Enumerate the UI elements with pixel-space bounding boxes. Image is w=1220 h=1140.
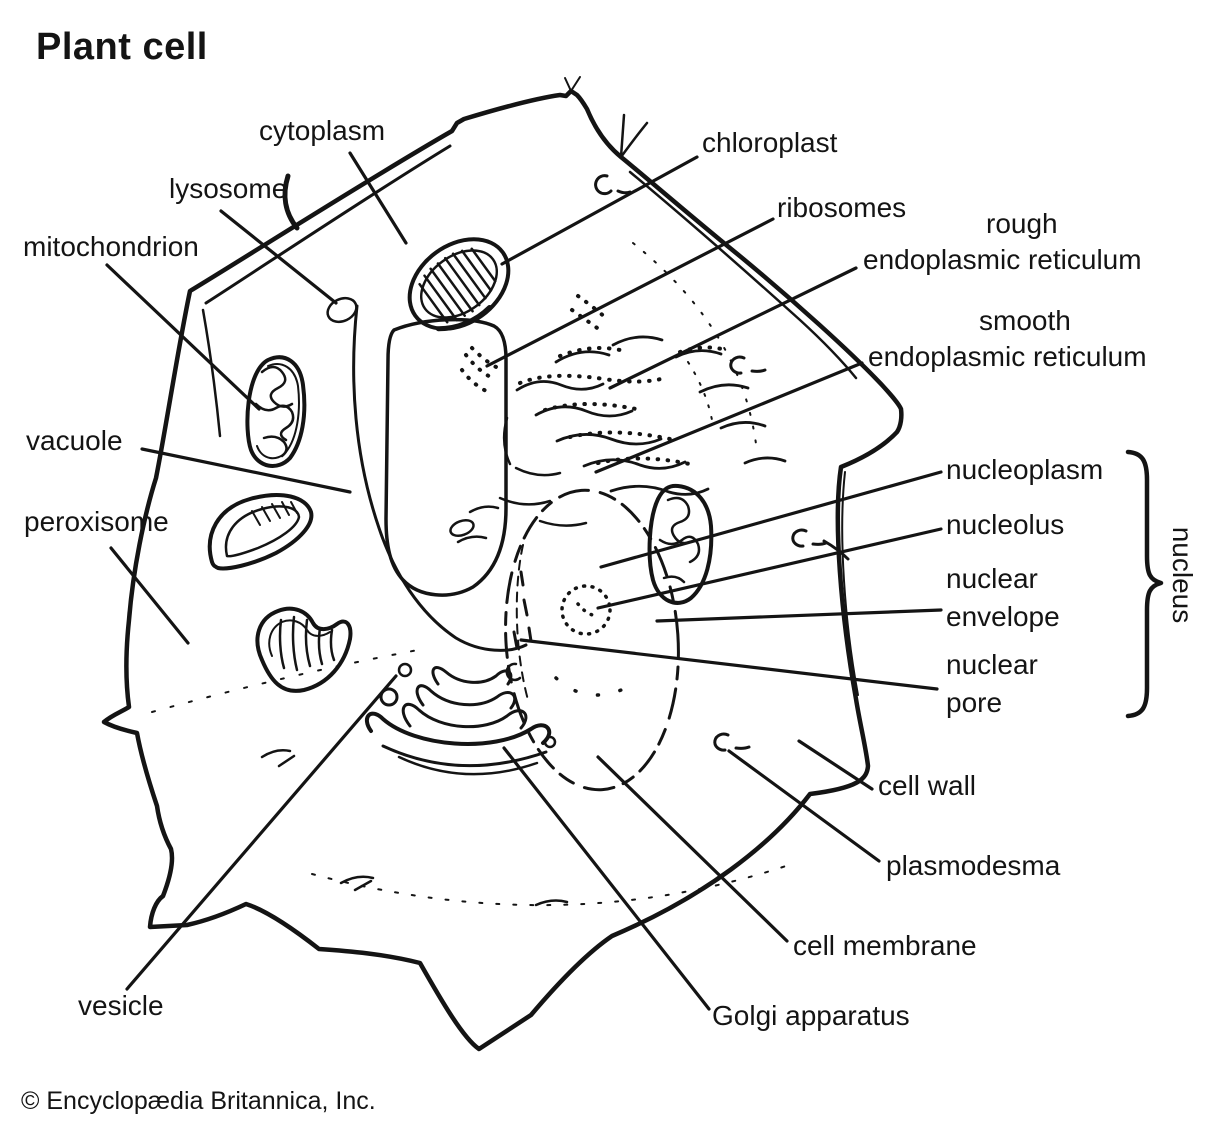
nucleus-drawing	[504, 488, 680, 792]
wall-crescent-mark	[282, 173, 300, 231]
lysosome-drawing	[326, 296, 358, 324]
golgi-apparatus-drawing	[364, 570, 557, 776]
leader-chloroplast	[500, 155, 699, 266]
leader-cytoplasm	[348, 151, 408, 245]
leader-mitochondrion	[105, 263, 261, 411]
leader-plasmodesma	[727, 749, 881, 863]
label-ribosomes: ribosomes	[777, 192, 907, 223]
label-plasmodesma: plasmodesma	[886, 850, 1061, 881]
mitochondrion-1-drawing	[245, 355, 307, 468]
label-chloroplast: chloroplast	[702, 127, 838, 158]
mitochondrion-2-drawing	[255, 606, 353, 693]
copyright-credit: © Encyclopædia Britannica, Inc.	[21, 1087, 376, 1115]
leader-cell-wall	[797, 739, 874, 791]
mitochondrion-3-drawing	[647, 483, 714, 605]
leader-nucleoplasm	[599, 470, 943, 569]
endoplasmic-reticulum-drawing	[449, 335, 787, 544]
label-nuclear-envelope-line2: envelope	[946, 601, 1060, 632]
label-cytoplasm: cytoplasm	[259, 115, 386, 146]
leader-cell-membrane	[596, 755, 789, 943]
leader-vesicle	[125, 674, 398, 991]
label-rough-er-line1: rough	[986, 208, 1058, 239]
label-vesicle: vesicle	[78, 990, 164, 1021]
leader-golgi-apparatus	[502, 746, 711, 1011]
leader-vacuole	[140, 447, 352, 494]
vesicle-drawing	[543, 735, 557, 749]
label-mitochondrion: mitochondrion	[23, 231, 199, 262]
leader-nuclear-pore	[519, 638, 939, 691]
wall-inner-left	[201, 308, 222, 438]
page-title: Plant cell	[36, 26, 208, 68]
label-nuclear-pore-line2: pore	[946, 687, 1003, 718]
chloroplast-drawing	[407, 237, 511, 332]
leader-peroxisome	[109, 546, 190, 645]
label-nucleus: nucleus	[1167, 526, 1198, 624]
vacuole-drawing	[352, 304, 528, 652]
label-cell-wall: cell wall	[878, 770, 977, 801]
leader-lysosome	[219, 209, 338, 305]
cytoplasm-face-creases	[151, 242, 787, 907]
free-ribosome-cluster	[460, 346, 500, 394]
label-vacuole: vacuole	[26, 425, 123, 456]
label-lysosome: lysosome	[169, 173, 288, 204]
leader-lines	[105, 151, 943, 1011]
wall-inner-top-right	[628, 170, 858, 380]
wall-inner-top-left	[204, 144, 452, 305]
plasmodesma-channel	[713, 732, 751, 752]
nucleolus-drawing	[560, 584, 612, 636]
wall-twig-crack	[619, 113, 649, 159]
label-golgi-apparatus: Golgi apparatus	[712, 1000, 910, 1031]
cell-wall-drawing	[101, 76, 904, 1052]
leader-smooth-er	[594, 361, 864, 474]
label-nuclear-pore-line1: nuclear	[946, 649, 1038, 680]
plasmodesma-marks	[713, 355, 850, 752]
vesicle-drawing	[397, 662, 413, 678]
wall-hook-mark	[594, 174, 632, 196]
leader-ribosomes	[485, 217, 775, 368]
label-nuclear-envelope-line1: nuclear	[946, 563, 1038, 594]
label-peroxisome: peroxisome	[24, 506, 169, 537]
nucleus-brace	[1125, 449, 1164, 719]
label-nucleoplasm: nucleoplasm	[946, 454, 1104, 485]
leader-rough-er	[608, 266, 858, 390]
smooth-er-drawing	[456, 416, 588, 544]
label-cell-membrane: cell membrane	[793, 930, 977, 961]
leader-nuclear-envelope	[655, 608, 943, 623]
label-nucleolus: nucleolus	[946, 509, 1065, 540]
nuclear-envelope-drawing	[504, 488, 680, 792]
ribosome-dots	[460, 294, 728, 467]
label-rough-er-line2: endoplasmic reticulum	[863, 244, 1142, 275]
vesicle-drawing	[379, 687, 399, 707]
label-smooth-er-line1: smooth	[979, 305, 1071, 336]
label-smooth-er-line2: endoplasmic reticulum	[868, 341, 1147, 372]
wall-inner-right	[841, 471, 859, 696]
peroxisome-drawing	[207, 493, 314, 571]
wall-notch-fork	[564, 76, 581, 92]
nuclear-pore-drawing	[512, 630, 519, 650]
leader-nucleolus	[596, 527, 943, 610]
face-squiggles	[260, 749, 569, 907]
